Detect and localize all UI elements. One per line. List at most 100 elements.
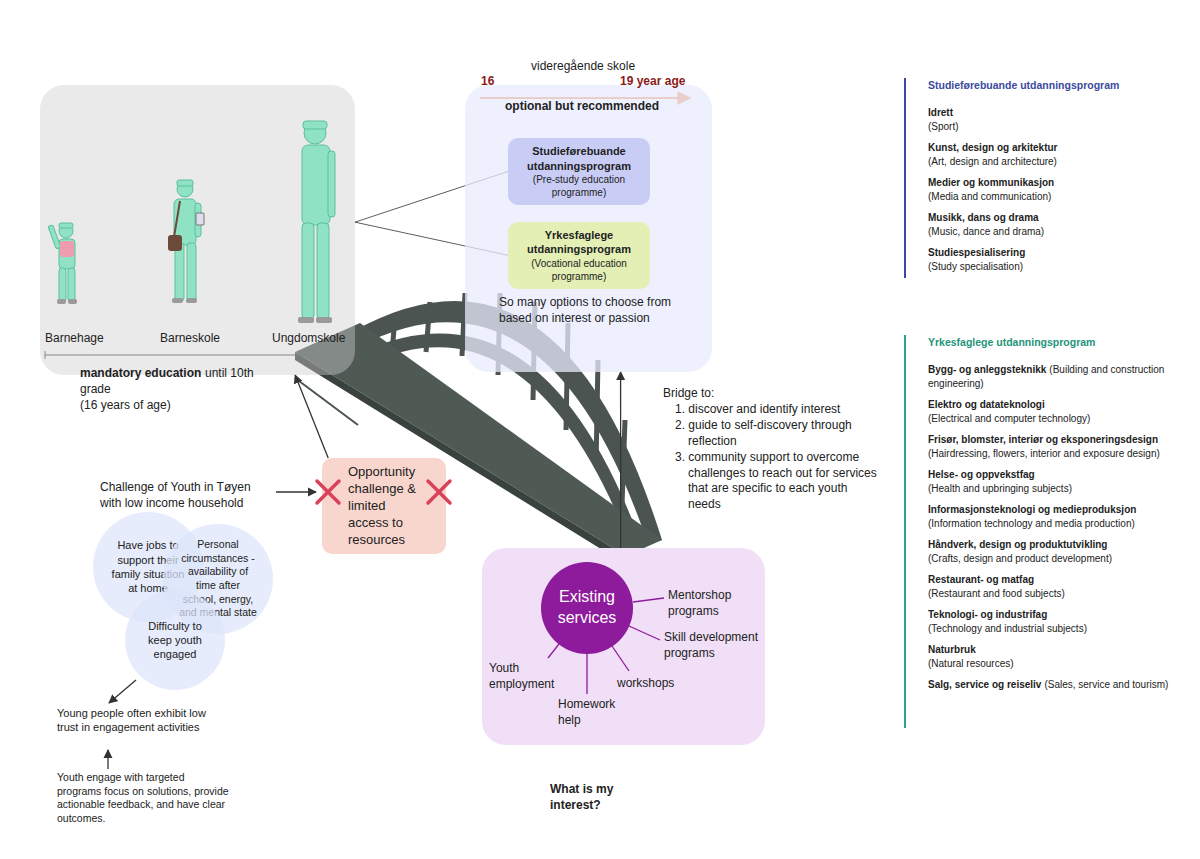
list-item: Medier og kommunikasjon(Media and commun… <box>928 176 1173 203</box>
label-text: Elektro og datateknologi <box>928 398 1178 412</box>
label-text: Yrkesfaglege utdanningsprogram <box>928 335 1178 349</box>
arrow <box>107 750 108 769</box>
label-text: (Music, dance and drama) <box>928 225 1173 239</box>
label-block: (16 years of age) <box>80 398 270 414</box>
node-title: Studieførebuande utdanningsprogram <box>514 144 644 173</box>
label-text: 16 <box>481 74 511 90</box>
label-block: mandatory educationuntil 10th grade <box>80 366 270 397</box>
node-text: optional but recommended <box>505 99 695 115</box>
label-text: Salg, service og reiseliv <box>928 679 1041 690</box>
label-text: Restaurant- og matfag <box>928 573 1178 587</box>
label-block: Challenge of Youth in Tøyen with low inc… <box>100 480 272 511</box>
label-text: (Study specialisation) <box>928 260 1173 274</box>
label-text: Youth engage with targeted programs focu… <box>57 771 229 826</box>
challenge-box: Opportunity challenge & limited access t… <box>322 458 446 554</box>
label-text: (Information technology and media produc… <box>928 517 1178 531</box>
node-title: Mentorshop programs <box>668 588 748 619</box>
label-text: Young people often exhibit low trust in … <box>57 706 217 735</box>
label-text: Kunst, design og arkitektur <box>928 141 1173 155</box>
label-text: Studieførebuande utdanningsprogram <box>928 78 1173 92</box>
services-hub: Existing services <box>541 562 633 654</box>
list-item: Restaurant- og matfag(Restaurant and foo… <box>928 573 1178 600</box>
label-block: Youth engage with targeted programs focu… <box>57 771 229 826</box>
stage-panel: BarnehageBarneskoleUngdomskole <box>40 85 355 375</box>
list-item: Idrett(Sport) <box>928 106 1173 133</box>
node-text: workshops <box>617 676 697 692</box>
label-block: 19 year age <box>620 74 720 90</box>
node-text: Homework help <box>558 697 628 728</box>
label-text: Musikk, dans og drama <box>928 211 1173 225</box>
node-text: Ungdomskole <box>272 331 362 347</box>
label-text: Håndverk, design og produktutvikling <box>928 538 1178 552</box>
label-text: Bridge to: <box>663 386 853 402</box>
label-text: (Technology and industrial subjects) <box>928 622 1178 636</box>
node-title: Opportunity challenge & limited access t… <box>348 464 420 548</box>
label-block: Young people often exhibit low trust in … <box>57 706 217 735</box>
node-title: Existing services <box>549 587 625 629</box>
list-item: Studiespesialisering(Study specialisatio… <box>928 246 1173 273</box>
label-text: (Natural resources) <box>928 657 1178 671</box>
node-text: Skill development programs <box>664 630 762 661</box>
list-item: Salg, service og reiseliv(Sales, service… <box>928 678 1178 692</box>
list-item: Elektro og datateknologi(Electrical and … <box>928 398 1178 425</box>
label-text: Naturbruk <box>928 643 1178 657</box>
list-item: Informasjonsteknologi og medieproduksjon… <box>928 503 1178 530</box>
label-text: 2. guide to self-discovery through refle… <box>688 418 883 449</box>
list-bar <box>904 78 906 278</box>
label-block: 1. discover and identify interest <box>675 402 883 418</box>
label-block: 16 <box>481 74 511 90</box>
arrow <box>109 680 136 703</box>
label-text: mandatory education <box>80 366 201 380</box>
label-text: (Art, design and architecture) <box>928 155 1173 169</box>
node-title: videregående skole <box>531 59 711 75</box>
node-text: (Vocational education programme) <box>514 257 644 283</box>
node-title: Yrkesfaglege utdanningsprogram <box>514 228 644 257</box>
label-text: (Crafts, design and product development) <box>928 552 1178 566</box>
list-item: Musikk, dans og drama(Music, dance and d… <box>928 211 1173 238</box>
list-item: Kunst, design og arkitektur(Art, design … <box>928 141 1173 168</box>
label-text: 19 year age <box>620 74 720 90</box>
node-title: Difficulty to keep youth engaged <box>141 619 209 662</box>
label-text: (16 years of age) <box>80 398 270 414</box>
label-text: (Restaurant and food subjects) <box>928 587 1178 601</box>
label-block: What is my interest? <box>550 782 640 813</box>
upper-school-panel: videregående skoleoptional but recommend… <box>465 85 712 372</box>
arrow <box>276 491 316 492</box>
list-item: Yrkesfaglege utdanningsprogram <box>928 335 1178 349</box>
challenge-circle: Difficulty to keep youth engaged <box>125 590 225 690</box>
label-text: (Sales, service and tourism) <box>1044 679 1168 690</box>
list-item: Frisør, blomster, interiør og eksponerin… <box>928 433 1178 460</box>
spoke-lines <box>482 548 765 745</box>
services-panel: Mentorshop programsSkill development pro… <box>482 548 765 745</box>
list-bar <box>904 335 906 728</box>
label-text: Idrett <box>928 106 1173 120</box>
label-text: (Media and communication) <box>928 190 1173 204</box>
programme-box: Studieførebuande utdanningsprogram(Pre-s… <box>508 138 650 205</box>
label-text: Teknologi- og industrifag <box>928 608 1178 622</box>
label-text: Challenge of Youth in Tøyen with low inc… <box>100 480 272 511</box>
programme-list: Studieførebuande utdanningsprogramIdrett… <box>928 78 1173 281</box>
label-text: Frisør, blomster, interiør og eksponerin… <box>928 433 1178 447</box>
list-item: Helse- og oppvekstfag(Health and upbring… <box>928 468 1178 495</box>
list-item: Studieførebuande utdanningsprogram <box>928 78 1173 92</box>
connector <box>295 375 328 458</box>
label-text: Studiespesialisering <box>928 246 1173 260</box>
programme-list: Yrkesfaglege utdanningsprogramBygg- og a… <box>928 335 1178 700</box>
node-text: (Pre-study education programme) <box>514 173 644 199</box>
label-text: Informasjonsteknologi og medieproduksjon <box>928 503 1178 517</box>
label-text: (Health and upbringing subjects) <box>928 482 1178 496</box>
label-text: (Sport) <box>928 120 1173 134</box>
label-text: What is my interest? <box>550 782 640 813</box>
label-text: (Electrical and computer technology) <box>928 412 1178 426</box>
list-item: Naturbruk(Natural resources) <box>928 643 1178 670</box>
label-text: 3. community support to overcome challen… <box>688 450 883 512</box>
list-item: Bygg- og anleggsteknikk(Building and con… <box>928 363 1178 390</box>
list-item: Teknologi- og industrifag(Technology and… <box>928 608 1178 635</box>
list-item: Håndverk, design og produktutvikling(Cra… <box>928 538 1178 565</box>
label-text: (Hairdressing, flowers, interior and exp… <box>928 447 1178 461</box>
node-title: Barnehage <box>45 331 135 347</box>
label-block: 2. guide to self-discovery through refle… <box>675 418 883 449</box>
programme-box: Yrkesfaglege utdanningsprogram(Vocationa… <box>508 222 650 289</box>
label-text: Helse- og oppvekstfag <box>928 468 1178 482</box>
label-block: 3. community support to overcome challen… <box>675 450 883 512</box>
